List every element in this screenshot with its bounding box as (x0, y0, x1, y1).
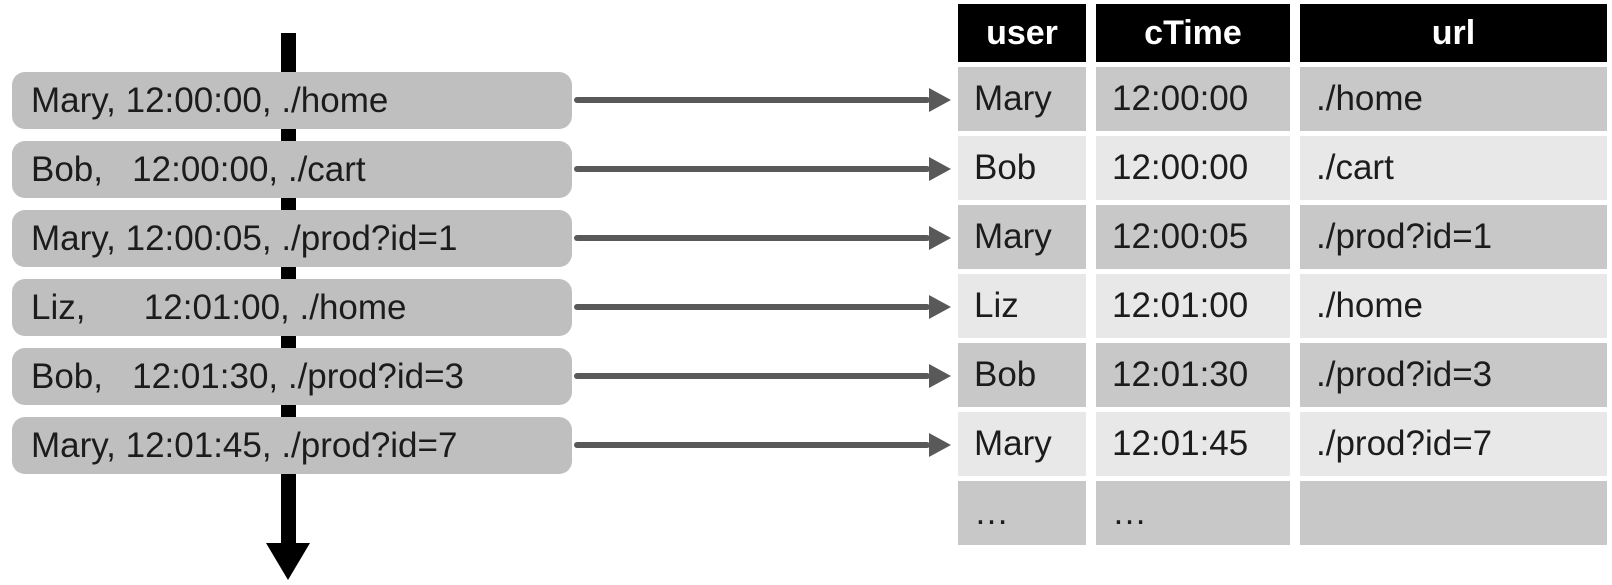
cell-user: Mary (958, 412, 1086, 476)
log-event-box: Bob, 12:00:00, ./cart (12, 141, 572, 198)
column-header-user: user (958, 4, 1086, 62)
cell-url: ./home (1300, 67, 1607, 131)
right-arrow-icon (574, 364, 951, 388)
log-event-text: Mary, 12:01:45, ./prod?id=7 (31, 425, 458, 465)
log-event-box: Mary, 12:01:45, ./prod?id=7 (12, 417, 572, 474)
log-event-box: Bob, 12:01:30, ./prod?id=3 (12, 348, 572, 405)
right-arrow-icon (574, 433, 951, 457)
cell-url: ./cart (1300, 136, 1607, 200)
timeline-down-arrow-icon (266, 543, 310, 580)
cell-url: ./home (1300, 274, 1607, 338)
cell-user: Liz (958, 274, 1086, 338)
cell-url (1300, 481, 1607, 545)
cell-user: Mary (958, 67, 1086, 131)
cell-ctime: 12:01:00 (1096, 274, 1290, 338)
cell-ctime: … (1096, 481, 1290, 545)
cell-user: … (958, 481, 1086, 545)
log-event-text: Mary, 12:00:05, ./prod?id=1 (31, 218, 458, 258)
log-event-text: Liz, 12:01:00, ./home (31, 287, 407, 327)
cell-url: ./prod?id=7 (1300, 412, 1607, 476)
column-header-url: url (1300, 4, 1607, 62)
log-event-text: Bob, 12:00:00, ./cart (31, 149, 366, 189)
log-table: user cTime url Mary 12:00:00 ./home Bob … (958, 4, 1607, 545)
right-arrow-icon (574, 157, 951, 181)
cell-user: Bob (958, 136, 1086, 200)
right-arrow-icon (574, 295, 951, 319)
log-event-box: Liz, 12:01:00, ./home (12, 279, 572, 336)
cell-ctime: 12:00:00 (1096, 136, 1290, 200)
log-event-box: Mary, 12:00:05, ./prod?id=1 (12, 210, 572, 267)
cell-ctime: 12:00:05 (1096, 205, 1290, 269)
cell-url: ./prod?id=3 (1300, 343, 1607, 407)
log-event-text: Bob, 12:01:30, ./prod?id=3 (31, 356, 464, 396)
right-arrow-icon (574, 88, 951, 112)
cell-url: ./prod?id=1 (1300, 205, 1607, 269)
cell-user: Bob (958, 343, 1086, 407)
column-header-ctime: cTime (1096, 4, 1290, 62)
log-event-text: Mary, 12:00:00, ./home (31, 80, 389, 120)
cell-ctime: 12:01:30 (1096, 343, 1290, 407)
cell-ctime: 12:00:00 (1096, 67, 1290, 131)
cell-ctime: 12:01:45 (1096, 412, 1290, 476)
right-arrow-icon (574, 226, 951, 250)
cell-user: Mary (958, 205, 1086, 269)
log-event-box: Mary, 12:00:00, ./home (12, 72, 572, 129)
